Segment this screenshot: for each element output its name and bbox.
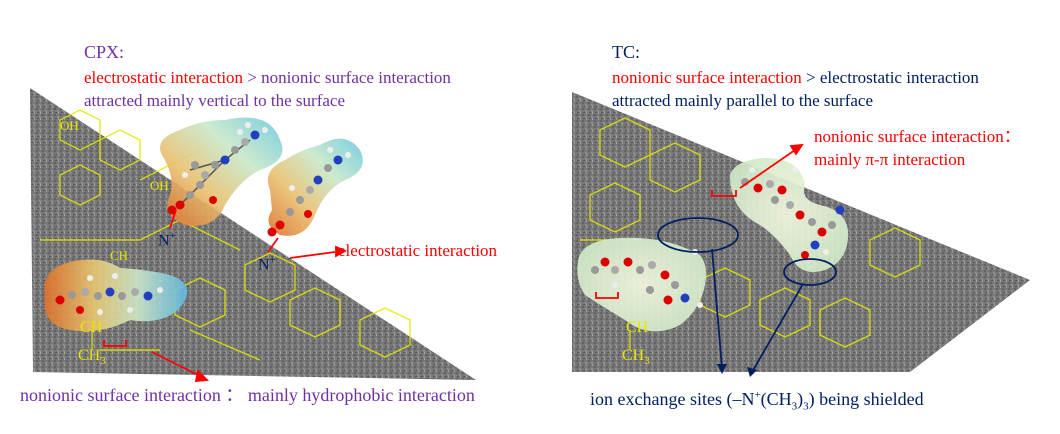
cpx-secondary-interaction: nonionic surface interaction: [261, 68, 451, 87]
ion-charge: +: [169, 230, 176, 242]
tc-interaction-ranking: nonionic surface interaction > electrost…: [612, 68, 979, 88]
label-ion-exchange-shielded: ion exchange sites (–N+(CH3)3) being shi…: [590, 385, 924, 417]
ch3-subscript: 3: [100, 355, 106, 368]
label-tc-nonionic: nonionic surface interaction：: [814, 127, 1021, 146]
cpx-greater-than: >: [243, 68, 262, 87]
cpx-ion-label-2: N+: [258, 250, 276, 275]
tc-title: TC:: [612, 42, 641, 62]
tc-dominant-interaction: nonionic surface interaction: [612, 68, 802, 87]
ion-charge: +: [269, 254, 276, 266]
tc-molecule-upper: [730, 158, 849, 273]
cpx-title: CPX:: [84, 42, 125, 62]
tc-molecule-lower: [577, 237, 706, 332]
ion-exchange-charge: +: [754, 389, 761, 401]
shielded-site-ellipse-1: [657, 217, 739, 253]
left-struct-ch3: CH3: [78, 346, 106, 371]
ch3-text: CH: [78, 347, 101, 364]
cpx-molecule-vertical-2: [267, 138, 363, 237]
ion-exchange-group: –N: [732, 389, 755, 409]
left-struct-ch: CH: [80, 319, 103, 336]
ion-exchange-sub: 3: [791, 400, 798, 413]
tc-orientation: attracted mainly parallel to the surface: [612, 91, 874, 110]
ion-exchange-paren: ): [797, 389, 804, 409]
cpx-molecule-lower: [44, 259, 188, 332]
ch3-subscript: 3: [644, 355, 650, 368]
tc-secondary-interaction: electrostatic interaction: [819, 68, 979, 87]
tc-greater-than: >: [801, 68, 820, 87]
cpx-interaction-ranking: electrostatic interaction > nonionic sur…: [84, 68, 451, 88]
right-struct-ch3: CH3: [622, 346, 650, 371]
right-interaction-arrows: [595, 143, 837, 377]
ion-exchange-methyl: (CH: [760, 389, 792, 409]
label-tc-pi-pi: mainly π-π interaction: [814, 150, 966, 169]
left-interaction-arrows: [103, 209, 348, 383]
cpx-orientation: attracted mainly vertical to the surface: [84, 91, 346, 110]
cpx-molecule-vertical-1: [160, 117, 283, 226]
label-electrostatic-interaction: electrostatic interaction: [338, 241, 498, 260]
ion-n: N: [258, 256, 270, 274]
cpx-dominant-interaction: electrostatic interaction: [84, 68, 244, 87]
ch3-text: CH: [622, 347, 645, 364]
left-struct-fragment: OH: [60, 118, 79, 133]
left-struct-fragment: OH: [150, 178, 169, 193]
ion-n: N: [158, 232, 170, 250]
right-struct-ch: CH: [626, 319, 649, 336]
cpx-ion-label-1: N+: [158, 226, 176, 251]
left-struct-fragment: CH: [110, 248, 128, 263]
shielded-site-ellipse-2: [783, 258, 837, 286]
ion-exchange-text: ion exchange sites (: [590, 389, 733, 409]
ion-exchange-suffix: ) being shielded: [808, 389, 924, 409]
label-cpx-nonionic-hydrophobic: nonionic surface interaction ： mainly hy…: [20, 385, 475, 405]
ion-exchange-sub: 3: [803, 400, 809, 413]
left-structure-drawing: [40, 109, 411, 361]
